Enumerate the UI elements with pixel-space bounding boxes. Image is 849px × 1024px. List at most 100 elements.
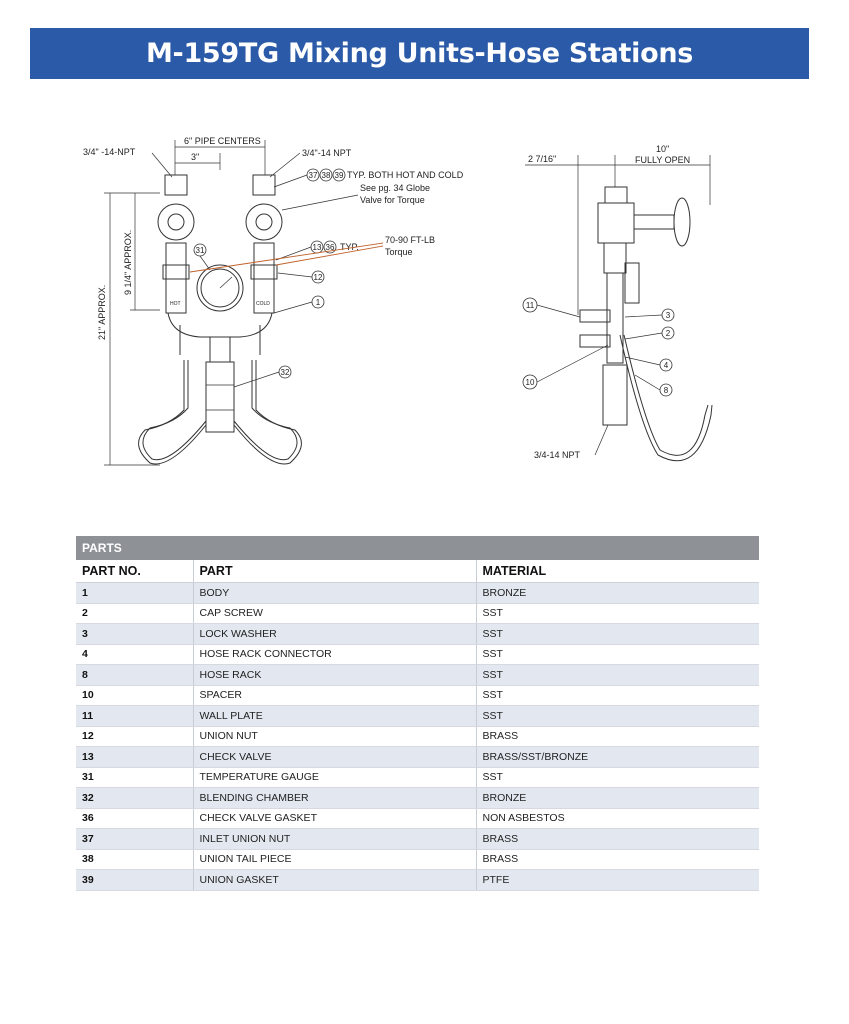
part-no-cell: 31	[76, 767, 193, 788]
hot-handwheel	[157, 203, 195, 241]
balloon-13: 13	[313, 243, 322, 252]
material-cell: SST	[475, 705, 760, 727]
balloon-31: 31	[196, 246, 205, 255]
balloon-11: 11	[526, 301, 535, 310]
balloon-36: 36	[326, 243, 335, 252]
material-cell: BRONZE	[475, 582, 760, 604]
part-no-cell: 39	[76, 869, 193, 891]
balloon-32: 32	[281, 368, 290, 377]
half-centers-label: 3"	[191, 152, 199, 162]
part-name-cell: INLET UNION NUT	[192, 828, 476, 850]
torque-label-2: Torque	[385, 247, 413, 257]
part-name-cell: TEMPERATURE GAUGE	[192, 767, 476, 788]
part-no-cell: 36	[76, 808, 193, 829]
balloon-39: 39	[335, 171, 344, 180]
dim-open-label-1: 10"	[656, 144, 669, 154]
page-title: M-159TG Mixing Units-Hose Stations	[30, 28, 809, 79]
side-handwheel	[673, 197, 691, 247]
typ-both-label: TYP. BOTH HOT AND COLD	[347, 170, 464, 180]
material-cell: SST	[475, 603, 760, 624]
material-cell: SST	[475, 685, 760, 706]
part-name-cell: UNION NUT	[192, 726, 476, 747]
dim-open-label-2: FULLY OPEN	[635, 155, 690, 165]
part-no-cell: 38	[76, 849, 193, 870]
temperature-gauge	[196, 264, 244, 312]
pipe-centers-label: 6" PIPE CENTERS	[184, 136, 261, 146]
material-cell: SST	[475, 644, 760, 665]
balloon-3: 3	[666, 311, 671, 320]
part-name-cell: CHECK VALVE	[192, 746, 476, 768]
material-cell: BRASS/SST/BRONZE	[475, 746, 760, 768]
balloon-4: 4	[664, 361, 669, 370]
part-no-cell: 37	[76, 828, 193, 850]
side-npt-label: 3/4-14 NPT	[534, 450, 581, 460]
part-name-cell: BODY	[192, 582, 476, 604]
front-view: 6" PIPE CENTERS 3" 3/4" -14-NPT 3/4"-14 …	[83, 136, 464, 466]
blending-chamber	[205, 361, 235, 433]
part-name-cell: HOSE RACK CONNECTOR	[192, 644, 476, 665]
technical-drawing: 6" PIPE CENTERS 3" 3/4" -14-NPT 3/4"-14 …	[83, 136, 713, 466]
inlet-left-label: 3/4" -14-NPT	[83, 147, 136, 157]
material-cell: BRASS	[475, 849, 760, 870]
part-name-cell: HOSE RACK	[192, 664, 476, 686]
material-cell: NON ASBESTOS	[475, 808, 760, 829]
globe-note-2: Valve for Torque	[360, 195, 425, 205]
part-no-cell: 12	[76, 726, 193, 747]
balloon-2: 2	[666, 329, 671, 338]
material-cell: BRASS	[475, 726, 760, 747]
part-name-cell: LOCK WASHER	[192, 623, 476, 645]
part-name-cell: BLENDING CHAMBER	[192, 787, 476, 809]
globe-note-1: See pg. 34 Globe	[360, 183, 430, 193]
material-cell: SST	[475, 664, 760, 686]
material-cell: PTFE	[475, 869, 760, 891]
part-no-cell: 8	[76, 664, 193, 686]
balloon-8: 8	[664, 386, 669, 395]
balloon-38: 38	[322, 171, 331, 180]
part-no-cell: 11	[76, 705, 193, 727]
balloon-12: 12	[314, 273, 323, 282]
torque-label-1: 70-90 FT-LB	[385, 235, 435, 245]
part-no-cell: 10	[76, 685, 193, 706]
material-cell: SST	[475, 767, 760, 788]
cold-handwheel	[245, 203, 283, 241]
cold-label: COLD	[256, 301, 270, 307]
part-name-cell: CHECK VALVE GASKET	[192, 808, 476, 829]
dim-mid-label: 9 1/4" APPROX.	[123, 230, 133, 295]
part-no-cell: 32	[76, 787, 193, 809]
part-no-cell: 13	[76, 746, 193, 768]
dim-small-label: 2 7/16"	[528, 154, 556, 164]
hot-label: HOT	[170, 301, 181, 307]
part-name-cell: CAP SCREW	[192, 603, 476, 624]
parts-table-title: PARTS	[76, 536, 760, 560]
typ-label: TYP.	[340, 242, 359, 252]
part-name-cell: SPACER	[192, 685, 476, 706]
part-no-cell: 2	[76, 603, 193, 624]
dim-tall-label: 21" APPROX.	[97, 285, 107, 340]
balloon-1: 1	[316, 298, 321, 307]
material-cell: BRASS	[475, 828, 760, 850]
col-header-part: PART	[192, 560, 476, 583]
material-cell: BRONZE	[475, 787, 760, 809]
material-cell: SST	[475, 623, 760, 645]
part-no-cell: 4	[76, 644, 193, 665]
part-no-cell: 1	[76, 582, 193, 604]
part-name-cell: WALL PLATE	[192, 705, 476, 727]
balloon-10: 10	[526, 378, 535, 387]
side-view: 2 7/16" 10" FULLY OPEN 11 10 3 2 4 8 3/4…	[522, 144, 713, 462]
col-header-part-no: PART NO.	[76, 560, 193, 583]
